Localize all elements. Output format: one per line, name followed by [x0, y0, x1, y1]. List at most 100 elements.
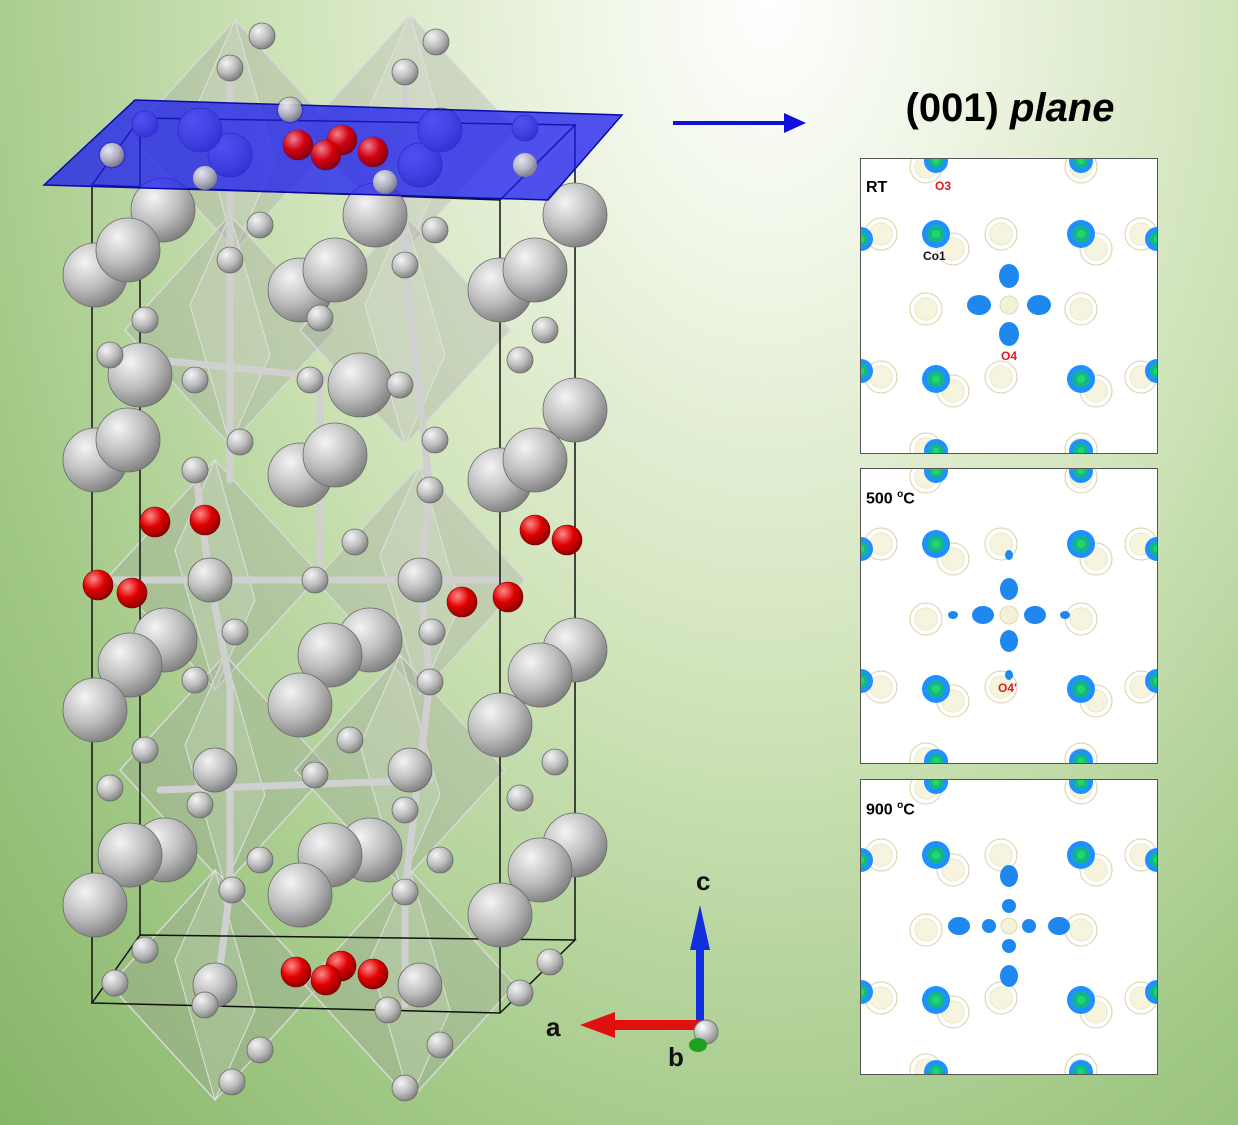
oxygen-site — [139, 506, 171, 538]
atom-small — [131, 736, 159, 764]
atom-large — [107, 342, 173, 408]
ghost-contour — [869, 675, 893, 699]
atom-small — [531, 316, 559, 344]
atom-small — [421, 426, 449, 454]
density-peak — [932, 469, 940, 475]
atom-small — [218, 876, 246, 904]
density-core — [861, 541, 869, 557]
atom-large — [62, 872, 128, 938]
oxygen-site — [189, 504, 221, 536]
density-peak — [1077, 780, 1085, 786]
density-core — [1149, 984, 1157, 1000]
density-peak — [931, 229, 941, 239]
atom-small — [416, 668, 444, 696]
bond — [401, 261, 434, 494]
atom-small — [96, 341, 124, 369]
oxygen-site — [280, 956, 312, 988]
ghost-contour — [909, 913, 943, 947]
plane-001-highlight — [42, 56, 624, 201]
atom-small — [336, 726, 364, 754]
ghost-contour — [1064, 159, 1098, 184]
atom-small — [181, 366, 209, 394]
ghost-contour — [1124, 527, 1157, 561]
density-core — [1149, 231, 1157, 247]
oxygen-site — [116, 577, 148, 609]
ghost-contour — [936, 853, 970, 887]
oxygen-site — [446, 586, 478, 618]
atom-small — [426, 846, 454, 874]
ghost-contour — [984, 360, 1018, 394]
atom-small — [422, 28, 450, 56]
density-panel-500c: 500 oC O4' — [860, 468, 1158, 764]
ghost-contour — [1079, 542, 1113, 576]
atom-small — [301, 566, 329, 594]
ghost-contour — [989, 986, 1013, 1010]
atom-large — [542, 182, 608, 248]
density-core — [861, 852, 869, 868]
ghost-contour — [936, 542, 970, 576]
ghost-contour — [914, 918, 938, 942]
density-peak — [932, 447, 940, 453]
ghost-contour — [1064, 780, 1098, 805]
oxygen-site — [358, 137, 388, 167]
axis-c-label: c — [696, 866, 711, 896]
atom-small — [506, 346, 534, 374]
atom-small — [226, 428, 254, 456]
density-peak — [931, 374, 941, 384]
atom-small — [100, 143, 124, 167]
density-lobe — [999, 264, 1019, 288]
density-lobe — [1027, 295, 1051, 315]
atom-large — [467, 692, 533, 758]
density-map — [861, 780, 1157, 1074]
atom-small — [391, 58, 419, 86]
oxygen-site — [283, 130, 313, 160]
plane-title: (001) plane — [905, 86, 1115, 130]
density-lobe — [1024, 606, 1046, 624]
density-lobe — [1048, 917, 1070, 935]
density-lobe — [982, 919, 996, 933]
ghost-contour — [989, 222, 1013, 246]
density-peak — [1077, 469, 1085, 475]
ghost-contour — [989, 675, 1013, 699]
ghost-contour — [1124, 360, 1157, 394]
atom-small — [391, 878, 419, 906]
density-core — [1149, 363, 1157, 379]
axis-b-label: b — [668, 1042, 684, 1072]
density-peak — [1077, 1068, 1085, 1074]
density-peak — [932, 1068, 940, 1074]
density-core — [861, 673, 869, 689]
density-core — [1149, 541, 1157, 557]
ghost-contour — [869, 986, 893, 1010]
atom-small — [246, 846, 274, 874]
ghost-contour — [941, 547, 965, 571]
ghost-contour — [1069, 297, 1093, 321]
density-lobe — [967, 295, 991, 315]
density-lobe — [1060, 611, 1070, 619]
density-peak — [861, 677, 865, 685]
density-panel-rt: RT O3 Co1 O4 — [860, 158, 1158, 454]
ghost-contour — [869, 222, 893, 246]
atom-small — [191, 991, 219, 1019]
atom-large — [507, 642, 573, 708]
ghost-contour — [1069, 607, 1093, 631]
density-peak — [1076, 684, 1086, 694]
density-lobe — [999, 322, 1019, 346]
ghost-contour — [1124, 217, 1157, 251]
atom-small — [506, 979, 534, 1007]
density-core — [861, 984, 869, 1000]
density-lobe — [948, 917, 970, 935]
atom-large — [95, 407, 161, 473]
density-lobe — [972, 606, 994, 624]
atom-small — [373, 170, 397, 194]
atom-small — [416, 476, 444, 504]
density-map — [861, 159, 1157, 453]
pointer-arrow — [673, 113, 806, 133]
density-lobe — [1000, 965, 1018, 987]
ghost-contour — [909, 292, 943, 326]
ghost-contour — [869, 843, 893, 867]
atom-small — [186, 791, 214, 819]
atom-medium — [187, 557, 233, 603]
ghost-contour — [1069, 918, 1093, 942]
ghost-contour — [1124, 838, 1157, 872]
atom-small — [216, 246, 244, 274]
